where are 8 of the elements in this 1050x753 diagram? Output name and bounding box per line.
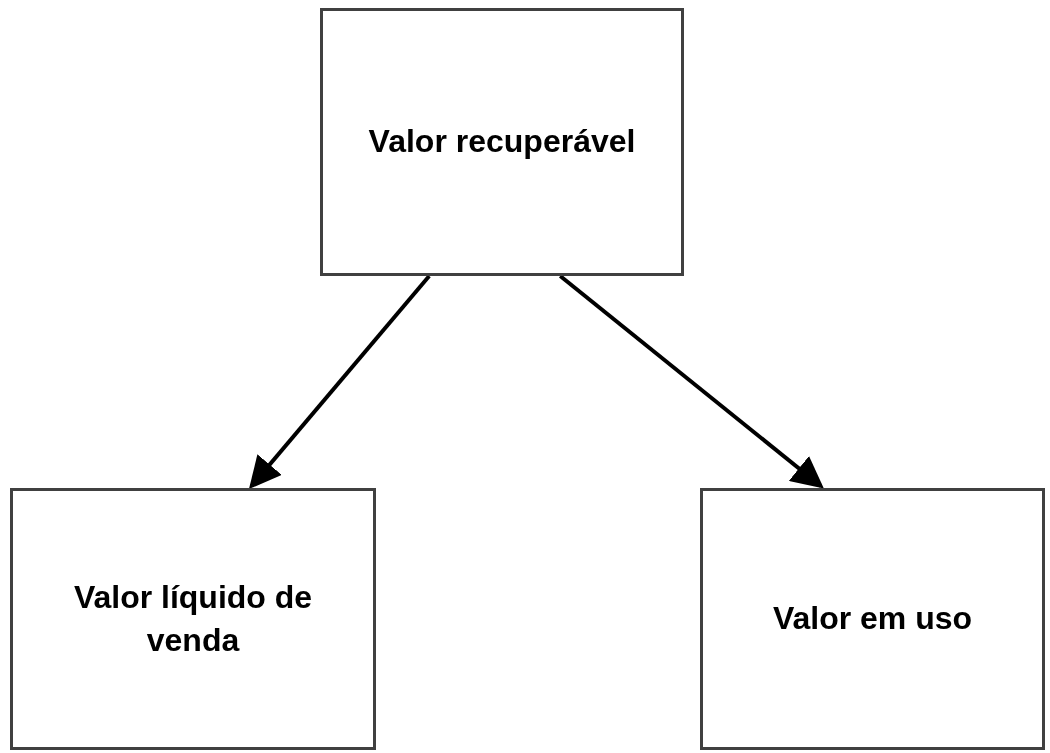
- arrow: [249, 274, 431, 490]
- concept-box: [700, 488, 1045, 750]
- arrow: [559, 274, 824, 489]
- concept-box: [10, 488, 376, 750]
- box-label: Valor em uso: [772, 599, 973, 639]
- box-label: Valor recuperável: [368, 122, 636, 162]
- box-label: Valor líquido de venda: [72, 577, 314, 660]
- concept-box: [320, 8, 684, 276]
